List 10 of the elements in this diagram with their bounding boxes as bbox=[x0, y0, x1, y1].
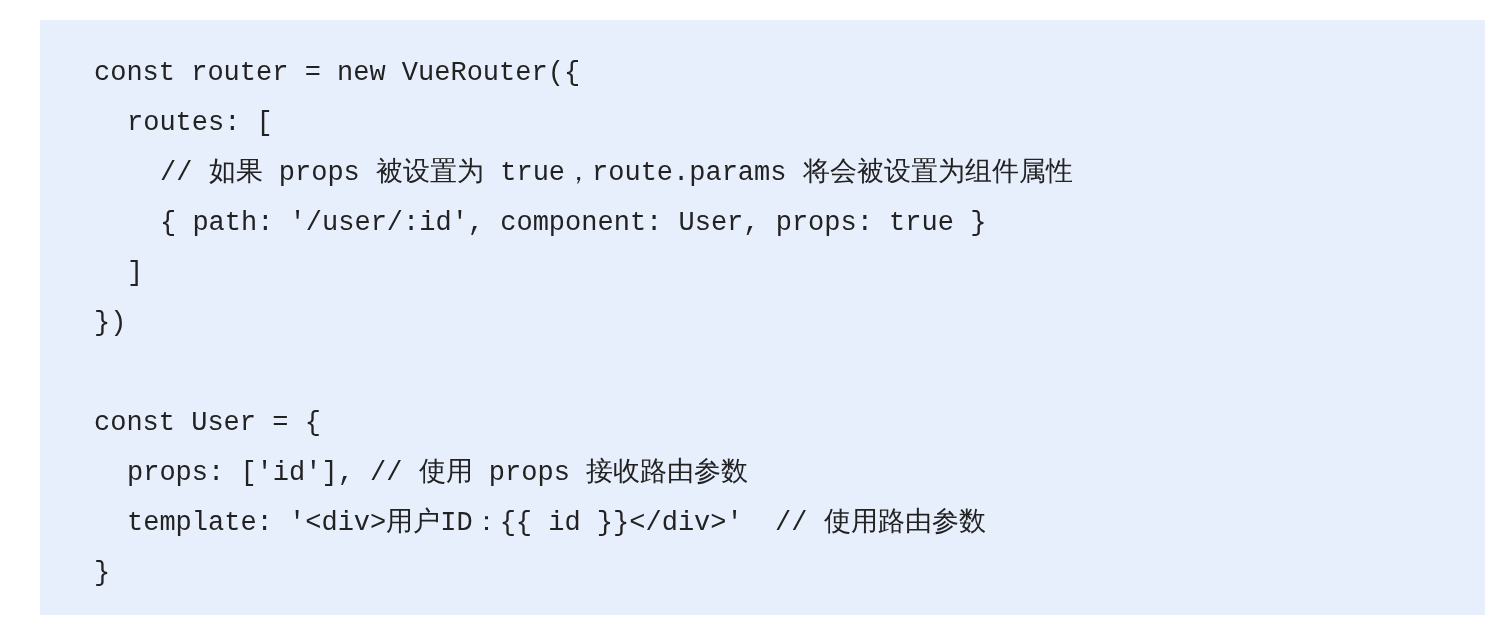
code-line: { path: '/user/:id', component: User, props: true } bbox=[160, 207, 987, 240]
code-line: }) bbox=[94, 307, 127, 340]
code-line: template: '<div>用户ID：{{ id }}</div>' // 使用路由参数 bbox=[127, 506, 986, 540]
code-line: const User = { bbox=[94, 407, 321, 440]
code-line: const router = new VueRouter({ bbox=[94, 57, 581, 90]
code-line: ] bbox=[127, 257, 144, 290]
code-line: props: ['id'], // 使用 props 接收路由参数 bbox=[127, 456, 749, 490]
code-line: routes: [ bbox=[127, 107, 273, 140]
code-line: } bbox=[94, 557, 111, 590]
code-line: // 如果 props 被设置为 true，route.params 将会被设置为组件属性 bbox=[160, 157, 1073, 190]
